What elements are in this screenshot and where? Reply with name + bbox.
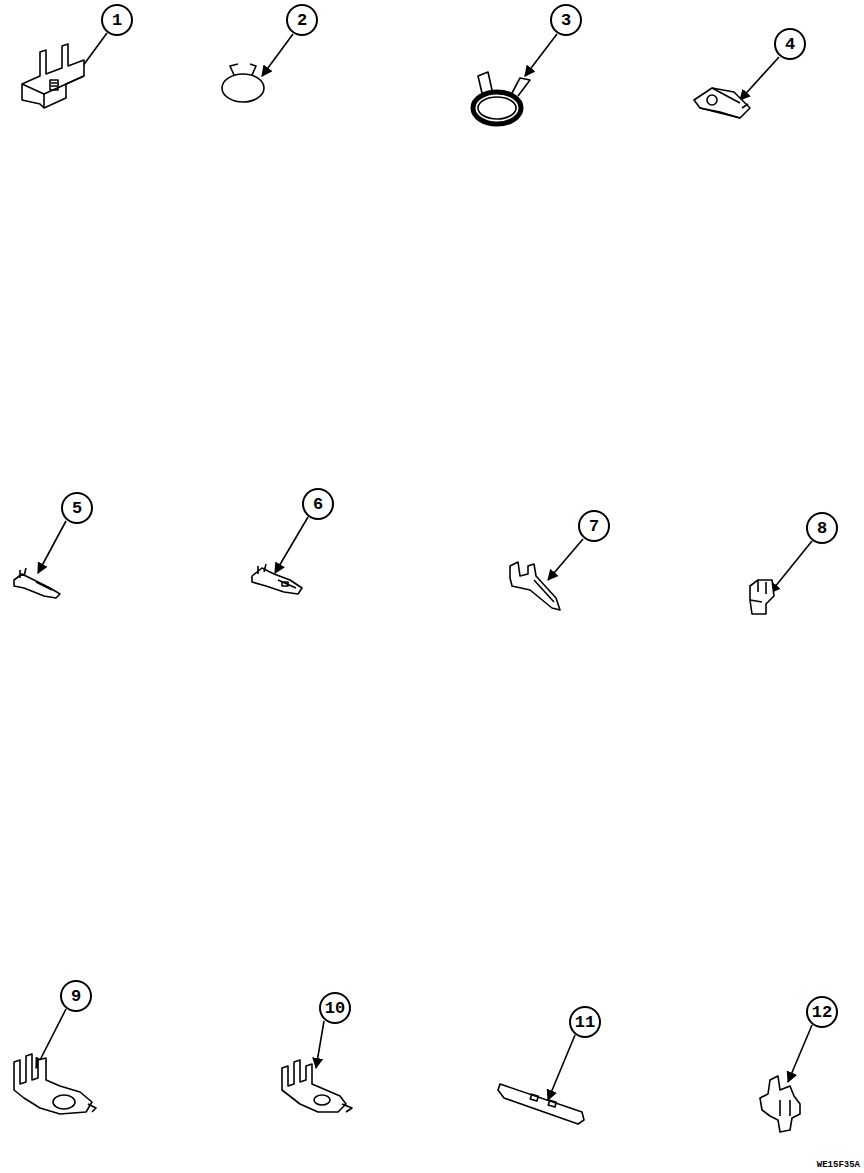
callout-number: 1: [112, 12, 122, 29]
drawing-code: WE15F35A: [817, 1160, 860, 1170]
callout-number: 7: [589, 518, 599, 535]
callout-circle: 4: [774, 28, 806, 60]
callout-number: 8: [817, 520, 827, 537]
callout-circle: 6: [302, 488, 334, 520]
callout-number: 2: [297, 12, 307, 29]
callout-number: 6: [313, 496, 323, 513]
callout-circle: 11: [569, 1006, 601, 1038]
callout-circle: 12: [806, 996, 838, 1028]
callout-number: 4: [785, 36, 795, 53]
callout-number: 12: [812, 1004, 832, 1021]
callout-number: 3: [561, 12, 571, 29]
callout-number: 11: [575, 1014, 595, 1031]
callout-circle: 9: [60, 980, 92, 1012]
callout-number: 10: [325, 1000, 345, 1017]
callout-circle: 1: [101, 4, 133, 36]
callout-number: 5: [72, 500, 82, 517]
callout-circle: 3: [550, 4, 582, 36]
callout-circle: 8: [806, 512, 838, 544]
callout-circle: 7: [578, 510, 610, 542]
callout-circle: 5: [61, 492, 93, 524]
callout-number: 9: [71, 988, 81, 1005]
callout-circle: 10: [319, 992, 351, 1024]
callout-circle: 2: [286, 4, 318, 36]
